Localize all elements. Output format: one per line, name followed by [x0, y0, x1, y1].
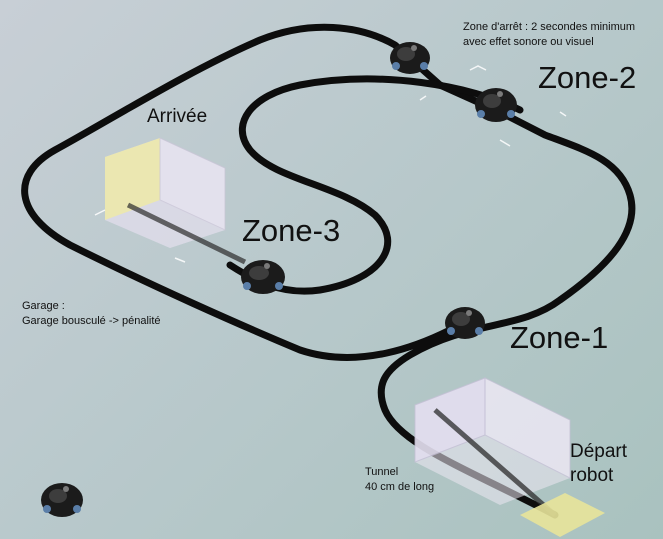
robot-zone2-stop	[475, 88, 517, 122]
track-line	[21, 23, 636, 519]
zone2-label: Zone-2	[538, 60, 637, 95]
depart-line2: robot	[570, 465, 614, 486]
robot-zone3	[241, 260, 285, 294]
finish-zone-markers	[94, 209, 186, 263]
tunnel-note: Tunnel 40 cm de long	[365, 465, 434, 495]
garage-line1: Garage :	[22, 300, 65, 312]
start-pad	[520, 493, 605, 537]
arrivee-label: Arrivée	[147, 106, 208, 127]
zone-arret-line2: avec effet sonore ou visuel	[463, 36, 594, 48]
robot-garage	[41, 483, 83, 517]
tunnel-line1: Tunnel	[365, 466, 399, 478]
tunnel-line2: 40 cm de long	[365, 481, 435, 493]
robot-zone1	[445, 307, 485, 339]
robot-zone2-top	[390, 42, 430, 74]
zone-arret-note: Zone d'arrêt : 2 secondes minimum avec e…	[463, 20, 635, 50]
depart-label: Départ robot	[570, 440, 627, 488]
zone1-label: Zone-1	[510, 320, 609, 355]
depart-line1: Départ	[570, 441, 628, 462]
tunnel-box	[414, 377, 571, 517]
finish-box	[105, 137, 226, 248]
garage-note: Garage : Garage bousculé -> pénalité	[22, 299, 161, 329]
garage-line2: Garage bousculé -> pénalité	[22, 315, 161, 327]
finish-trail	[126, 202, 247, 265]
zone3-label: Zone-3	[242, 213, 341, 248]
zone-arret-line1: Zone d'arrêt : 2 secondes minimum	[463, 21, 636, 33]
stop-zone-markers	[419, 65, 567, 147]
track-inner-loop	[226, 75, 524, 295]
